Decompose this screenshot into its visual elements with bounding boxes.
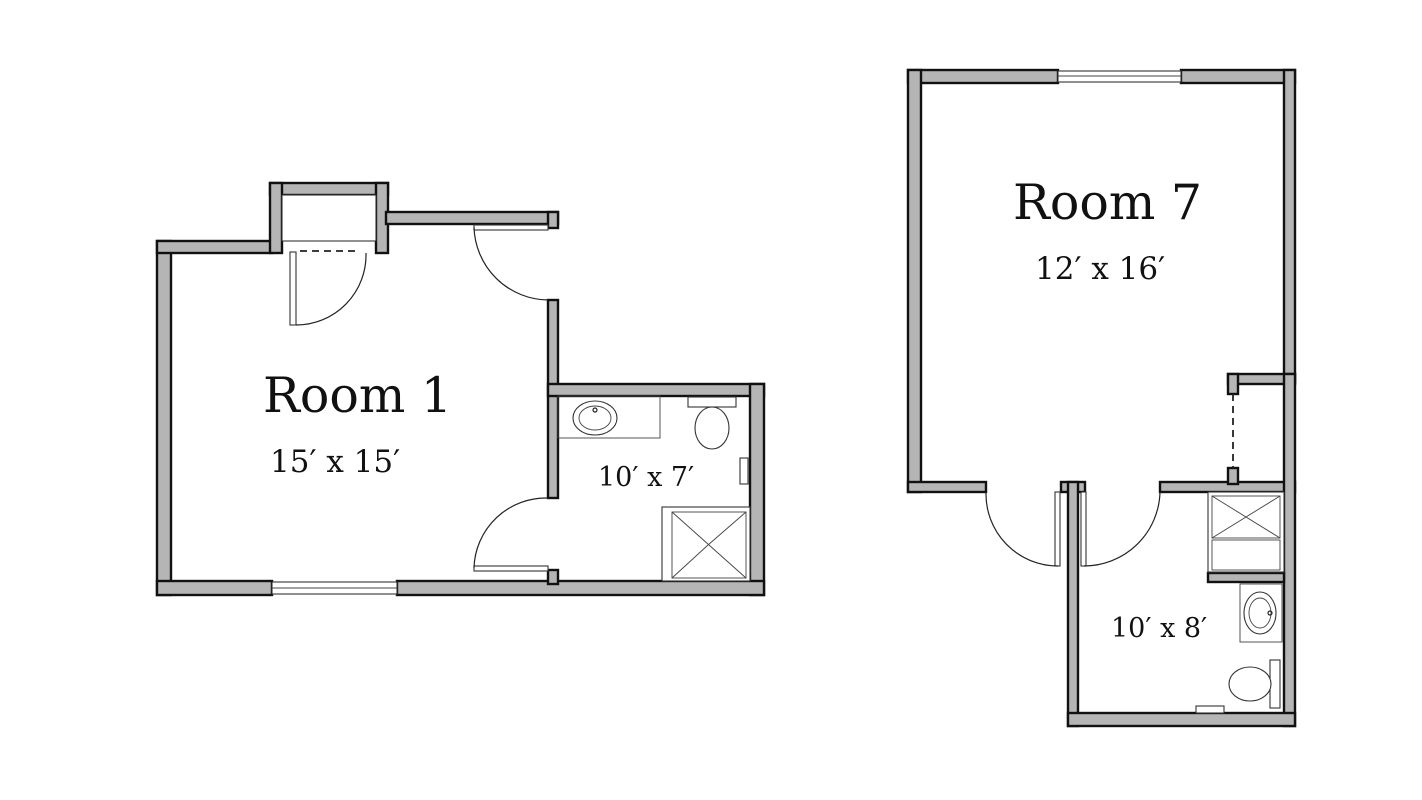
room-7-wall-top-left [906,68,1060,85]
room-1-dimensions: 15′ x 15′ [270,444,400,480]
room-7-wall-left [906,68,923,494]
room-7-plan: Room 7 12′ x 16′ 10′ x 8′ [906,68,1297,728]
towel-bar [1195,705,1225,714]
toilet-icon [687,396,737,450]
room-1-wall-right [546,298,560,500]
closet-shelf [281,194,377,242]
closet-7-wall-left [1226,372,1240,396]
bath-1-wall-top [546,382,766,398]
shower-icon [1207,491,1285,573]
room-1-wall-top-right [384,210,560,226]
room-7-title: Room 7 [1013,174,1202,231]
bath-1-wall-right [748,382,766,597]
window-icon [271,581,398,595]
room-1-title: Room 1 [263,367,452,424]
bath-7-wall-right [1282,372,1297,728]
room-1-wall-stub [546,210,560,230]
room-7-dimensions: 12′ x 16′ [1035,251,1165,287]
door-swing-icon [1080,491,1161,567]
room-7-walls [906,68,1297,728]
door-swing-icon [985,491,1061,567]
room-7-wall-top-right [1179,68,1297,85]
towel-bar [739,457,749,485]
room-1-wall-bottom-right [395,579,766,597]
shower-icon [661,506,751,582]
window-icon [1057,70,1182,83]
bath-7-wall-divider [1206,571,1286,584]
bath-7-wall-left [1066,480,1080,728]
toilet-icon [1228,659,1281,709]
room-7-wall-bottom-left [906,480,988,494]
door-swing-icon [473,497,549,572]
bath-7-dimensions: 10′ x 8′ [1111,613,1207,644]
room-1-wall-stub-bottom [546,568,560,586]
closet-wall-left [268,181,284,255]
door-swing-icon [473,224,549,301]
sink-icon [1239,583,1283,643]
bath-7-wall-bottom [1066,711,1297,728]
room-7-wall-right [1282,68,1297,384]
closet-7-wall-left-lower [1226,466,1240,486]
bath-1-dimensions: 10′ x 7′ [598,462,694,493]
closet-bifold-icon [289,250,367,326]
room-1-plan: Room 1 15′ x 15′ 10′ x 7′ [155,181,766,597]
room-1-wall-left [155,239,173,597]
room-1-wall-top [155,239,274,255]
closet-wall-top [268,181,390,197]
sink-icon [557,395,661,439]
room-1-wall-bottom-left [155,579,274,597]
